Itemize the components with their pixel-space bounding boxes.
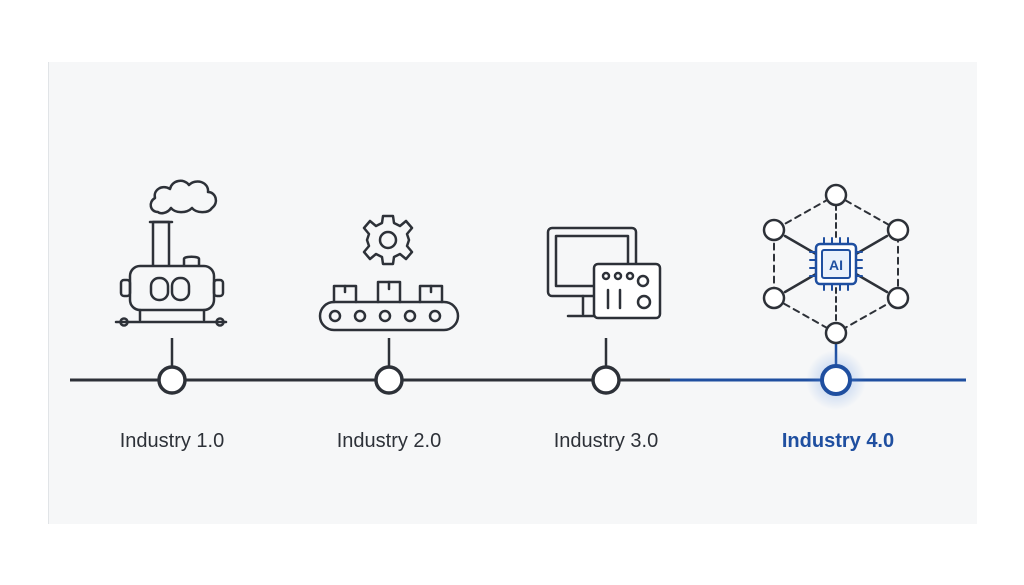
computer-control-panel-icon: [546, 226, 662, 320]
stage-label-industry-4: Industry 4.0: [781, 430, 895, 452]
timeline-node-1: [157, 365, 187, 395]
conveyor-belt-gear-icon: [318, 214, 460, 332]
stage-label-industry-2: Industry 2.0: [336, 430, 442, 452]
stage-label-industry-3: Industry 3.0: [553, 430, 659, 452]
ai-network-icon: [762, 183, 910, 345]
timeline-node-2: [374, 365, 404, 395]
ai-chip-label: AI: [829, 257, 843, 273]
timeline-node-3: [591, 365, 621, 395]
timeline-node-4: [820, 364, 852, 396]
stage-label-industry-1: Industry 1.0: [119, 430, 225, 452]
steam-engine-icon: [114, 179, 228, 327]
